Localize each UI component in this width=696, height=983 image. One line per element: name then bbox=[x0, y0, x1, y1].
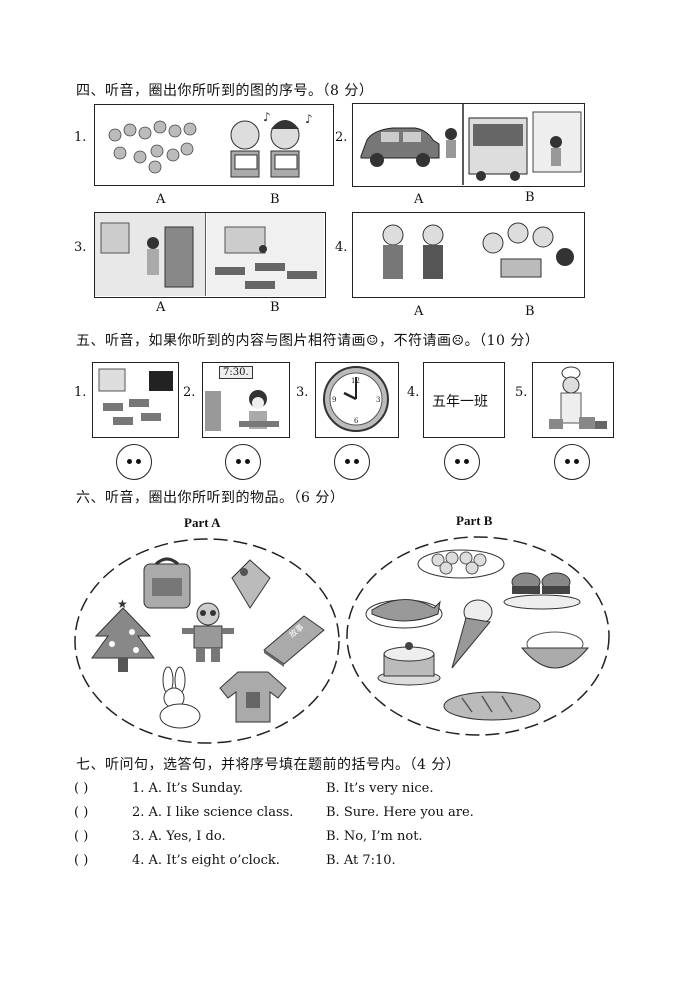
s7-row4-option-b: B. At 7:10. bbox=[326, 853, 396, 868]
s7-row3-question: 3. A. Yes, I do. bbox=[132, 829, 226, 844]
s4-item2-picture-box bbox=[352, 103, 585, 187]
s4-item2-label-b: B bbox=[525, 190, 535, 205]
s4-item1-label-b: B bbox=[270, 192, 280, 207]
cake-icon[interactable] bbox=[376, 638, 442, 688]
s5-item3-number: 3. bbox=[296, 385, 309, 400]
part-b-label: Part B bbox=[456, 513, 493, 528]
kite-icon[interactable] bbox=[224, 556, 276, 612]
s5-item5-number: 5. bbox=[515, 385, 528, 400]
s4-item1-label-a: A bbox=[156, 192, 166, 207]
storybook-icon[interactable]: 故事 bbox=[258, 612, 328, 668]
hamburger-icon[interactable] bbox=[502, 564, 582, 610]
s7-row1-question: 1. A. It’s Sunday. bbox=[132, 781, 243, 796]
s4-item1-illustration: ♪ ♪ bbox=[108, 110, 313, 178]
s5-item4-face[interactable] bbox=[444, 444, 480, 480]
rice-bowl-icon[interactable] bbox=[520, 626, 590, 680]
s4-item3-label-a: A bbox=[156, 300, 166, 315]
s4-item2-number: 2. bbox=[335, 130, 348, 145]
s7-row2-paren[interactable]: ( ) bbox=[74, 805, 89, 820]
s4-item1-picture-box: ♪ ♪ bbox=[94, 104, 334, 186]
svg-text:♪: ♪ bbox=[305, 112, 313, 126]
s5-item5-chef-illustration bbox=[549, 366, 607, 429]
s5-item3-picture-box: 12 3 6 9 bbox=[315, 362, 399, 438]
s5-clock-9: 9 bbox=[332, 396, 336, 404]
s4-item4-picture-box bbox=[352, 212, 585, 298]
s7-row3-option-b: B. No, I’m not. bbox=[326, 829, 423, 844]
fish-dish-icon[interactable] bbox=[364, 584, 444, 632]
s4-item3-picture-box bbox=[94, 212, 326, 298]
s5-item4-picture-box: 五年一班 bbox=[423, 362, 505, 438]
s5-item2-face[interactable] bbox=[225, 444, 261, 480]
s4-item2-label-a: A bbox=[414, 192, 424, 207]
s5-item1-face[interactable] bbox=[116, 444, 152, 480]
s4-item4-label-a: A bbox=[414, 304, 424, 319]
s5-item2-clock-label: 7:30. bbox=[219, 366, 253, 379]
s5-item3-clock-illustration: 12 3 6 9 bbox=[323, 366, 389, 432]
s4-item3-label-b: B bbox=[270, 300, 280, 315]
sweater-icon[interactable] bbox=[218, 668, 288, 726]
s5-item1-classroom-illustration bbox=[98, 368, 173, 425]
s7-row4-question: 4. A. It’s eight o’clock. bbox=[132, 853, 280, 868]
rabbit-icon[interactable] bbox=[148, 666, 206, 730]
s4-item4-illustration bbox=[382, 222, 574, 279]
s7-row1-paren[interactable]: ( ) bbox=[74, 781, 89, 796]
s4-item3-illustration bbox=[95, 213, 324, 296]
s5-item4-class-text: 五年一班 bbox=[432, 394, 488, 410]
s5-clock-3: 3 bbox=[376, 396, 380, 404]
s4-item4-label-b: B bbox=[525, 304, 535, 319]
s5-item2-picture-box: 7:30. bbox=[202, 362, 290, 438]
section6-title: 六、听音，圈出你所听到的物品。（6 分） bbox=[76, 490, 345, 506]
dumplings-icon[interactable] bbox=[416, 544, 506, 580]
s5-item5-picture-box bbox=[532, 362, 614, 438]
ice-cream-icon[interactable] bbox=[446, 596, 496, 672]
section5-title: 五、听音，如果你听到的内容与图片相符请画☺，不符请画☹。（10 分） bbox=[76, 333, 540, 349]
part-a-label: Part A bbox=[184, 515, 221, 530]
s5-item2-girl-illustration bbox=[205, 390, 279, 431]
section7-title: 七、听问句，选答句，并将序号填在题前的括号内。（4 分） bbox=[76, 757, 461, 773]
s7-row1-option-b: B. It’s very nice. bbox=[326, 781, 434, 796]
s7-row2-question: 2. A. I like science class. bbox=[132, 805, 294, 820]
section4-title: 四、听音，圈出你所听到的图的序号。（8 分） bbox=[76, 83, 374, 99]
s7-row3-paren[interactable]: ( ) bbox=[74, 829, 89, 844]
s4-item1-number: 1. bbox=[74, 130, 87, 145]
s5-clock-6: 6 bbox=[354, 417, 359, 425]
robot-icon[interactable] bbox=[176, 600, 240, 666]
s5-clock-12: 12 bbox=[351, 377, 360, 385]
s5-item5-face[interactable] bbox=[554, 444, 590, 480]
s4-item2-illustration bbox=[360, 104, 582, 185]
s7-row2-option-b: B. Sure. Here you are. bbox=[326, 805, 474, 820]
svg-text:♪: ♪ bbox=[263, 110, 271, 124]
bread-icon[interactable] bbox=[442, 686, 542, 726]
s4-item4-number: 4. bbox=[335, 240, 348, 255]
s4-item3-number: 3. bbox=[74, 240, 87, 255]
s7-row4-paren[interactable]: ( ) bbox=[74, 853, 89, 868]
s5-item1-picture-box bbox=[92, 362, 179, 438]
christmas-tree-icon[interactable]: ★ bbox=[90, 596, 156, 680]
s5-item1-number: 1. bbox=[74, 385, 87, 400]
s5-item4-number: 4. bbox=[407, 385, 420, 400]
svg-text:★: ★ bbox=[117, 597, 128, 611]
schoolbag-icon[interactable] bbox=[138, 554, 198, 612]
s5-item2-number: 2. bbox=[183, 385, 196, 400]
s5-item3-face[interactable] bbox=[334, 444, 370, 480]
